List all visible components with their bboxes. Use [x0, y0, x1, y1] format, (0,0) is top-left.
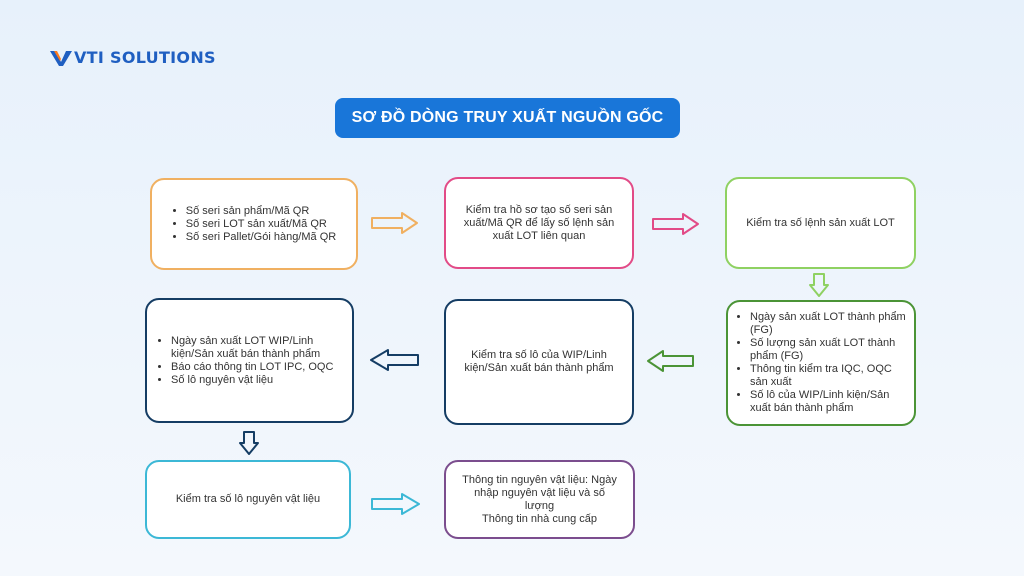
page-title: SƠ ĐỒ DÒNG TRUY XUẤT NGUỒN GỐC: [335, 98, 680, 138]
box-text: Kiểm tra số lệnh sản xuất LOT: [746, 216, 895, 229]
list-item: Ngày sản xuất LOT WIP/Linh kiện/Sản xuất…: [171, 335, 342, 361]
list-item: Số lô nguyên vật liệu: [171, 374, 342, 387]
box-check-serial-records: Kiểm tra hồ sơ tạo số seri sản xuất/Mã Q…: [444, 177, 634, 269]
vti-logo-icon: [50, 50, 72, 66]
arrow-down-icon: [239, 431, 259, 455]
arrow-right-icon: [652, 213, 699, 235]
box-material-info: Thông tin nguyên vật liệu: Ngày nhập ngu…: [444, 460, 635, 539]
list-item: Báo cáo thông tin LOT IPC, OQC: [171, 361, 342, 374]
list-item: Số seri Pallet/Gói hàng/Mã QR: [186, 231, 336, 244]
arrow-left-icon: [647, 350, 694, 372]
brand-name: VTI SOLUTIONS: [74, 48, 216, 67]
list-item: Số lượng sản xuất LOT thành phẩm (FG): [750, 337, 908, 363]
box-check-lot-order: Kiểm tra số lệnh sản xuất LOT: [725, 177, 916, 269]
arrow-right-icon: [371, 212, 418, 234]
list-item: Số seri sản phẩm/Mã QR: [186, 205, 336, 218]
box-fg-lot-info: Ngày sản xuất LOT thành phẩm (FG) Số lượ…: [726, 300, 916, 426]
list-item: Ngày sản xuất LOT thành phẩm (FG): [750, 311, 908, 337]
box-product-serial: Số seri sản phẩm/Mã QR Số seri LOT sản x…: [150, 178, 358, 270]
box-text: Thông tin nguyên vật liệu: Ngày nhập ngu…: [462, 473, 617, 512]
box-check-wip-lot: Kiểm tra số lô của WIP/Linh kiện/Sản xuấ…: [444, 299, 634, 425]
arrow-right-icon: [371, 493, 420, 515]
box-check-material-lot: Kiểm tra số lô nguyên vật liệu: [145, 460, 351, 539]
box-text: Kiểm tra hồ sơ tạo số seri sản xuất/Mã Q…: [463, 203, 615, 242]
box-text: Thông tin nhà cung cấp: [482, 512, 597, 525]
arrow-left-icon: [370, 349, 419, 371]
box-text: Kiểm tra số lô của WIP/Linh kiện/Sản xuấ…: [464, 349, 614, 374]
box-wip-lot-info: Ngày sản xuất LOT WIP/Linh kiện/Sản xuất…: [145, 298, 354, 423]
box-text: Kiểm tra số lô nguyên vật liệu: [175, 493, 321, 505]
list-item: Số lô của WIP/Linh kiện/Sản xuất bán thà…: [750, 389, 908, 415]
list-item: Thông tin kiểm tra IQC, OQC sản xuất: [750, 363, 908, 389]
list-item: Số seri LOT sản xuất/Mã QR: [186, 218, 336, 231]
arrow-down-icon: [809, 273, 829, 297]
brand-logo: VTI SOLUTIONS: [50, 48, 216, 67]
